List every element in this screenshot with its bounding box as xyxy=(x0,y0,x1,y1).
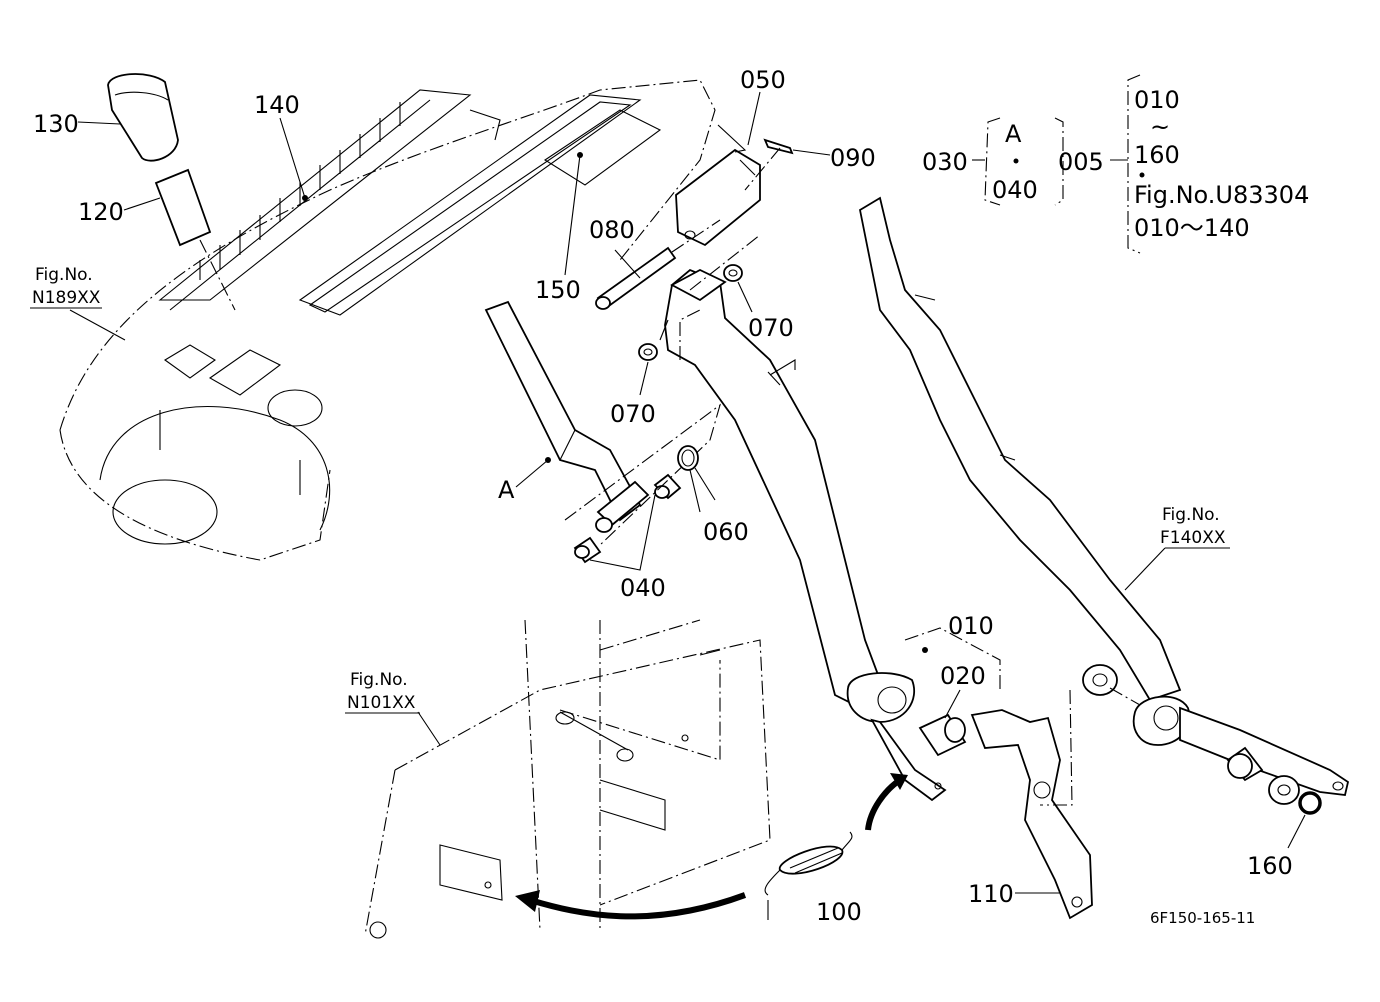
part-A-arm xyxy=(484,300,642,522)
dot-150 xyxy=(577,152,583,158)
label-020: 020 xyxy=(940,662,986,690)
centerline-right-2 xyxy=(1109,687,1141,706)
label-110: 110 xyxy=(968,880,1014,908)
label-A: A xyxy=(498,476,515,504)
centerline-main-2 xyxy=(679,309,701,360)
leader-160 xyxy=(1287,814,1306,849)
leader-A xyxy=(515,459,549,488)
dot-A xyxy=(545,457,551,463)
ref-n101: N101XX xyxy=(347,693,416,713)
arrow-spring-to-frame xyxy=(529,892,747,920)
label-130: 130 xyxy=(33,110,79,138)
arrowhead-up xyxy=(890,773,908,790)
legend-005-line4: 010～140 xyxy=(1134,214,1250,242)
legend-030-id: 030 xyxy=(922,148,968,176)
legend-030-bottom: 040 xyxy=(992,176,1038,204)
leader-130 xyxy=(77,121,121,125)
leader-080 xyxy=(614,249,641,279)
ref-leader-f140 xyxy=(1124,547,1166,591)
ref-n189: N189XX xyxy=(32,288,101,308)
leader-070-lower xyxy=(639,361,649,396)
legend-005-line2: 160 xyxy=(1134,141,1180,169)
part-080-pin xyxy=(595,246,677,310)
leader-140 xyxy=(279,117,306,199)
main-pedal-arm xyxy=(659,268,947,802)
centerline-right xyxy=(1040,689,1073,806)
right-pedal-arm xyxy=(858,196,1350,796)
console-context xyxy=(59,79,716,561)
label-080: 080 xyxy=(589,216,635,244)
label-050: 050 xyxy=(740,66,786,94)
leader-120 xyxy=(123,197,161,211)
drawing-code: 6F150-165-11 xyxy=(1150,909,1255,927)
part-160-ring xyxy=(1298,791,1322,815)
part-120-grip xyxy=(154,168,212,247)
part-070-washer-lower xyxy=(638,343,658,361)
label-090: 090 xyxy=(830,144,876,172)
centerline-grip xyxy=(199,239,236,311)
ref-fig-word-f140: Fig.No. xyxy=(1162,505,1220,525)
arrowhead-left xyxy=(515,890,540,912)
console-slats xyxy=(199,102,401,280)
legend-005-line1: 010 xyxy=(1134,86,1180,114)
leader-090 xyxy=(792,149,831,156)
washer-right-a xyxy=(1082,664,1118,696)
label-100: 100 xyxy=(816,898,862,926)
part-070-washer-upper xyxy=(723,264,743,282)
label-070-upper: 070 xyxy=(748,314,794,342)
part-100-spring xyxy=(764,831,853,920)
label-060: 060 xyxy=(703,518,749,546)
dot-010 xyxy=(922,647,928,653)
leader-040 xyxy=(589,494,656,571)
part-130-knob xyxy=(107,73,179,162)
leader-150 xyxy=(564,154,581,276)
arrow-spring-to-pedal xyxy=(865,777,902,831)
legend-030-top: A xyxy=(1005,120,1022,148)
leader-020 xyxy=(944,689,961,719)
leader-060 xyxy=(689,469,701,513)
dot-140 xyxy=(302,195,308,201)
label-040: 040 xyxy=(620,574,666,602)
ref-leader-n101 xyxy=(417,711,441,746)
label-010: 010 xyxy=(948,612,994,640)
ref-leader-n189 xyxy=(69,309,126,341)
label-150: 150 xyxy=(535,276,581,304)
frame-context xyxy=(364,619,771,939)
bracket-010 xyxy=(904,627,1001,690)
leader-050 xyxy=(747,91,761,146)
part-060-spring xyxy=(677,445,716,501)
legend-030 xyxy=(972,117,1064,206)
part-090-pin xyxy=(763,138,794,155)
centerline-080 xyxy=(671,219,721,253)
legend-005-line3: Fig.No.U83304 xyxy=(1134,181,1309,209)
legend-005-tilde: ~ xyxy=(1150,113,1170,141)
centerline-090 xyxy=(744,147,781,191)
label-140: 140 xyxy=(254,91,300,119)
centerline-main xyxy=(689,234,761,291)
leader-070-upper xyxy=(737,281,753,313)
washer-right-b xyxy=(1268,775,1300,805)
ref-fig-word-n101: Fig.No. xyxy=(350,670,408,690)
legend-005 xyxy=(1110,74,1145,254)
ref-f140: F140XX xyxy=(1160,528,1226,548)
legend-005-id: 005 xyxy=(1058,148,1104,176)
part-110-lever xyxy=(970,709,1093,920)
bracket-outline-A xyxy=(564,403,721,546)
label-070-lower: 070 xyxy=(610,400,656,428)
ref-fig-word-n189: Fig.No. xyxy=(35,265,93,285)
label-120: 120 xyxy=(78,198,124,226)
label-160: 160 xyxy=(1247,852,1293,880)
part-050-bracket xyxy=(675,124,761,247)
part-020-bushing xyxy=(918,713,967,757)
bush-right xyxy=(1226,746,1264,782)
